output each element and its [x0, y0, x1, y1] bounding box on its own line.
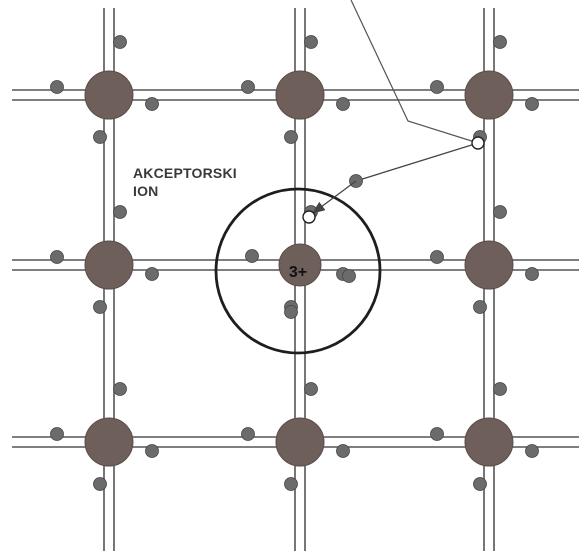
electron-2-2-0	[493, 382, 507, 396]
migration-arrow	[311, 180, 357, 214]
electron-0-1-0	[304, 35, 318, 49]
electron-0-2-3	[525, 97, 539, 111]
electron-0-0-1	[93, 130, 107, 144]
acceptor-ion-core	[278, 243, 322, 287]
electron-2-1-0	[304, 382, 318, 396]
hole-right	[471, 136, 485, 150]
electron-2-0-2	[50, 427, 64, 441]
electron-0-2-0	[493, 35, 507, 49]
electron-0-1-2	[241, 80, 255, 94]
acceptor-electron-right	[342, 269, 356, 283]
electron-0-0-2	[50, 80, 64, 94]
electron-1-0-3	[145, 267, 159, 281]
atom-core-0-2	[464, 70, 514, 120]
electron-2-2-1	[473, 477, 487, 491]
electron-1-2-2	[430, 250, 444, 264]
electron-1-2-1	[473, 300, 487, 314]
electron-2-0-1	[93, 477, 107, 491]
electron-0-2-2	[430, 80, 444, 94]
electron-0-0-3	[145, 97, 159, 111]
electron-1-0-0	[113, 205, 127, 219]
acceptor-electron-bottom	[284, 305, 298, 319]
acceptor-electron-left	[245, 249, 259, 263]
electron-2-1-2	[241, 427, 255, 441]
atom-core-0-0	[84, 70, 134, 120]
hole-acceptor	[302, 210, 316, 224]
electron-1-2-3	[525, 267, 539, 281]
electron-1-2-0	[493, 205, 507, 219]
acceptor-label-line-1: AKCEPTORSKI	[133, 165, 237, 181]
electron-0-1-1	[284, 130, 298, 144]
atom-core-2-0	[84, 417, 134, 467]
atom-core-2-1	[275, 417, 325, 467]
electron-1-0-2	[50, 250, 64, 264]
electron-0-0-0	[113, 35, 127, 49]
electron-2-1-3	[336, 444, 350, 458]
electron-2-1-1	[284, 477, 298, 491]
acceptor-ion-label: AKCEPTORSKI ION	[133, 164, 237, 200]
electron-2-2-2	[430, 427, 444, 441]
electron-2-0-3	[145, 444, 159, 458]
electron-2-0-0	[113, 382, 127, 396]
migration-line-1	[355, 142, 479, 182]
electron-2-2-3	[525, 444, 539, 458]
electron-1-0-1	[93, 300, 107, 314]
atom-core-0-1	[275, 70, 325, 120]
acceptor-charge-label: 3+	[289, 264, 307, 281]
pointer-line	[350, 0, 479, 144]
atom-core-1-0	[84, 240, 134, 290]
acceptor-orbit-circle	[214, 187, 382, 355]
atom-core-2-2	[464, 417, 514, 467]
atom-core-1-2	[464, 240, 514, 290]
electron-0-1-3	[336, 97, 350, 111]
acceptor-label-line-2: ION	[133, 183, 159, 199]
